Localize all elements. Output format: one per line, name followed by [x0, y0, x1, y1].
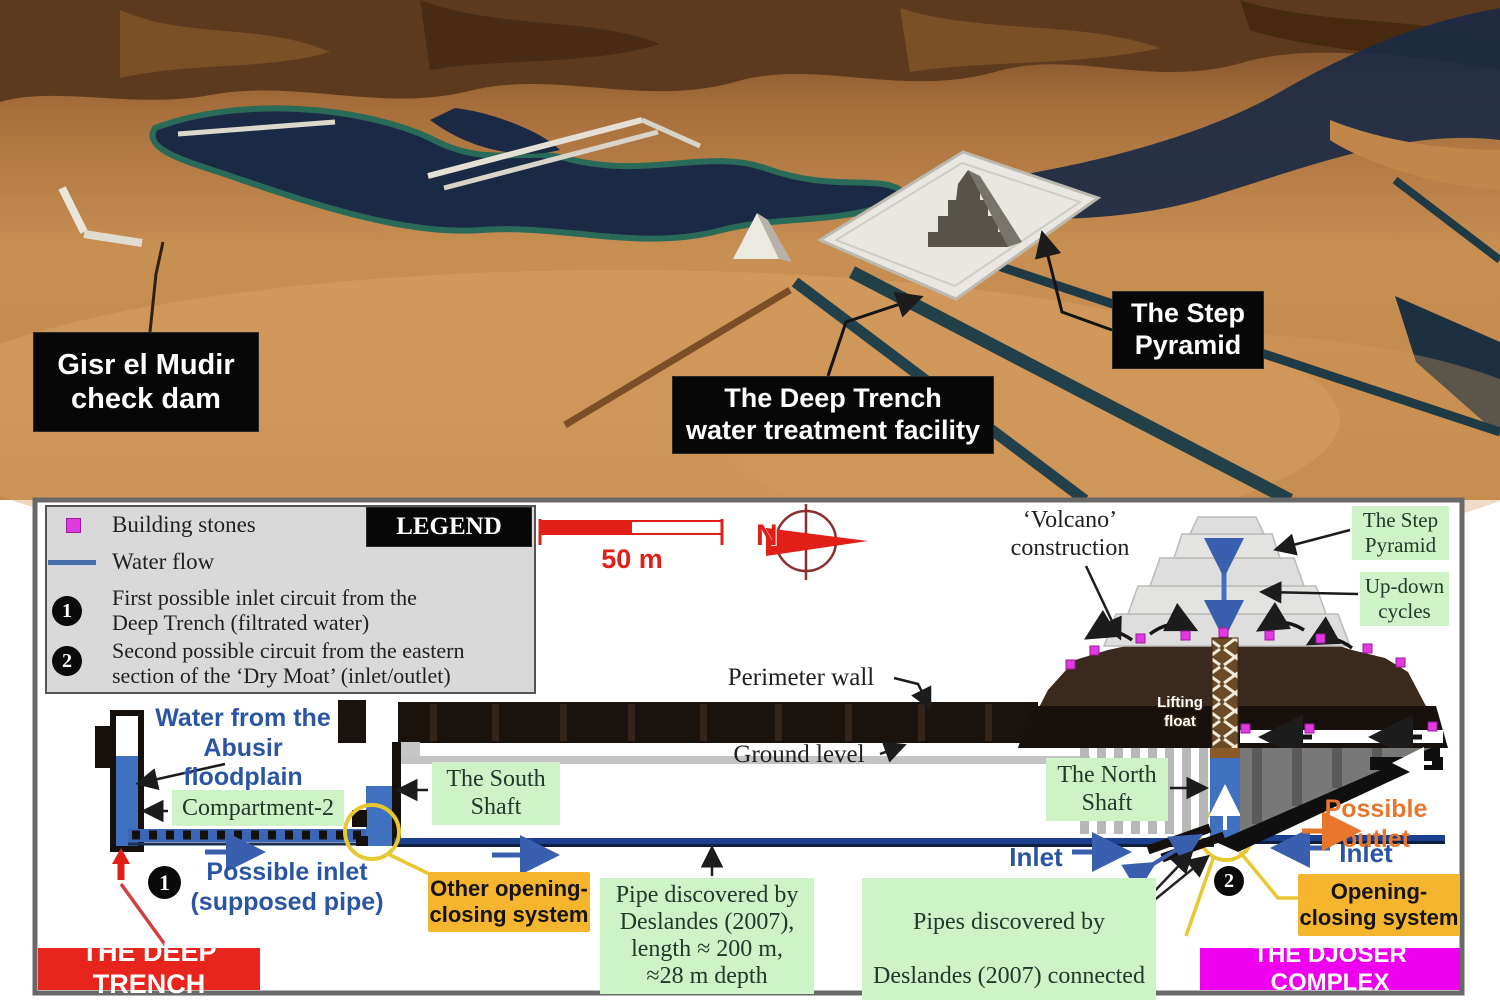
volcano-construction-label: ‘Volcano’ construction [1010, 507, 1130, 562]
legend-marker-1-icon: 1 [52, 596, 82, 626]
terrain-illustration [0, 0, 1500, 570]
circuit-2-marker: 2 [1214, 866, 1244, 896]
legend-item-2: Second possible circuit from the eastern… [112, 638, 465, 689]
gisr-el-mudir-label: Gisr el Mudir check dam [33, 332, 259, 432]
djoser-complex-box-label: THE DJOSER COMPLEX [1200, 941, 1460, 996]
compass-north-label: N [756, 519, 778, 552]
scale-label: 50 m [601, 544, 663, 574]
opening-closing-label: Opening- closing system [1298, 874, 1460, 936]
north-shaft-label: The North Shaft [1046, 758, 1168, 821]
inlet-left-label: Inlet [1009, 842, 1063, 872]
water-flow-line-icon [48, 560, 96, 565]
legend-item-1: First possible inlet circuit from the De… [112, 585, 417, 636]
south-shaft-label: The South Shaft [432, 762, 560, 825]
pipes-line1: Pipes discovered by [913, 908, 1105, 935]
deep-trench-box-label: THE DEEP TRENCH [38, 937, 260, 999]
legend-water-flow: Water flow [112, 549, 215, 574]
step-pyramid-label: The Step Pyramid [1352, 506, 1449, 560]
ground-level-label: Ground level [733, 741, 865, 768]
pipes-line2: Deslandes (2007) connected [873, 962, 1145, 989]
deep-trench-facility-label: The Deep Trench water treatment facility [672, 376, 994, 454]
perimeter-wall-label: Perimeter wall [727, 664, 875, 691]
scale-bar-icon [538, 519, 724, 545]
water-abusir-label: Water from the Abusir floodplain [155, 704, 331, 791]
inlet-right-label: Inlet [1339, 838, 1393, 868]
up-down-cycles-label: Up-down cycles [1360, 572, 1449, 626]
pipe-discovered-label: Pipe discovered by Deslandes (2007), len… [600, 878, 814, 994]
legend-marker-2-icon: 2 [52, 646, 82, 676]
legend-box [45, 505, 536, 694]
lifting-float-label: Lifting float [1157, 694, 1203, 730]
building-stones [1065, 627, 1438, 734]
circuit-1-marker: 1 [148, 866, 181, 899]
north-compass-icon [766, 504, 868, 580]
other-opening-closing-label: Other opening- closing system [428, 872, 590, 932]
possible-outlet-label: Possible outlet [1324, 795, 1428, 853]
legend-building-stones: Building stones [112, 512, 256, 537]
step-pyramid-photo-label: The Step Pyramid [1112, 291, 1264, 369]
legend-title: LEGEND [366, 507, 532, 547]
compartment-2-label: Compartment-2 [172, 790, 344, 827]
building-stone-icon [66, 518, 81, 533]
pipes-discovered-label: Pipes discovered by Deslandes (2007) con… [862, 878, 1156, 1000]
possible-inlet-label: Possible inlet (supposed pipe) [190, 858, 384, 916]
